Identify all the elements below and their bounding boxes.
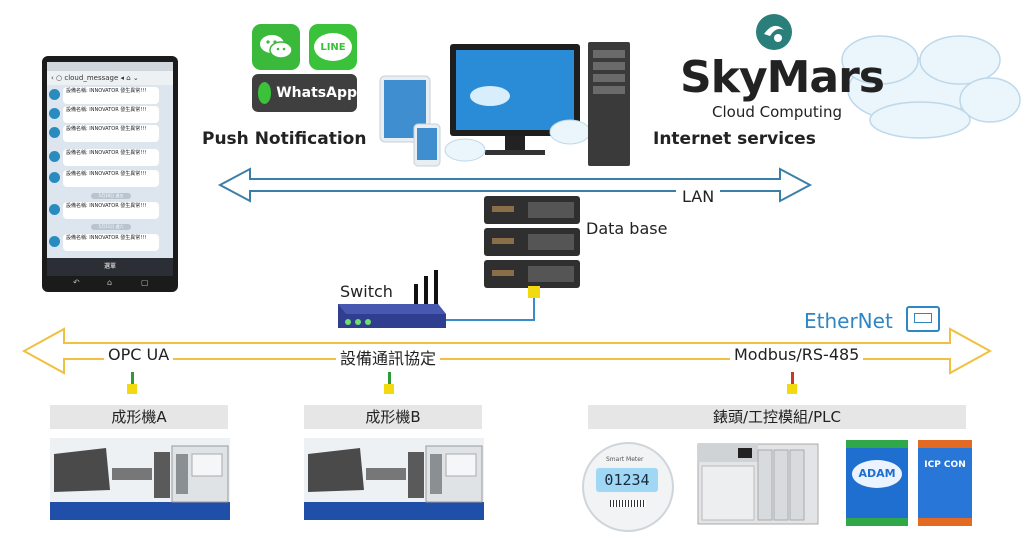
line-label: LINE [320,41,346,53]
whatsapp-icon: WhatsApp [252,74,357,112]
date-chip: 5月10日 週五 [91,193,131,199]
message-bubble: 設備名稱: INNOVATOR 發生異常!!! [63,125,159,142]
switch-icon [338,270,540,328]
machine-a-label: 成形機A [50,405,228,429]
opc-ua-label: OPC UA [104,345,174,364]
machine-b-label: 成形機B [304,405,482,429]
icpcon-module-icon: ICP CON [918,440,972,526]
connector-plug [787,384,797,394]
message-bubble: 設備名稱: INNOVATOR 發生異常!!! [63,234,159,251]
phone-screen: ‹ ○ cloud_message ◂ ⌂ ⌄ 設備名稱: INNOVATOR … [47,62,173,276]
list-item: 設備名稱: INNOVATOR 發生異常!!! [49,87,169,105]
injection-molding-machine-b-icon [304,438,484,520]
back-icon[interactable]: ↶ [73,278,80,287]
smart-meter-icon: Smart Meter 01234 [582,442,674,532]
avatar [49,172,60,183]
phone-status-bar [47,62,173,71]
phone-menu-label: 選單 [103,263,116,270]
meters-label: 錶頭/工控模組/PLC [588,405,966,429]
avatar [49,236,60,247]
modbus-label: Modbus/RS-485 [730,345,864,364]
smart-meter-title: Smart Meter [606,456,644,463]
date-chip: 5月11日 週六 [91,224,131,230]
ethernet-label: EtherNet [804,309,893,333]
phone-menu-bar[interactable]: 選單 [47,258,173,276]
protocol-label: 設備通訊協定 [336,345,441,369]
list-item: 設備名稱: INNOVATOR 發生異常!!! [49,202,169,220]
avatar [49,204,60,215]
whatsapp-label: WhatsApp [276,85,357,101]
ethernet-port-icon [906,306,940,332]
connector-wire [131,372,134,384]
message-bubble: 設備名稱: INNOVATOR 發生異常!!! [63,149,159,166]
message-bubble: 設備名稱: INNOVATOR 發生異常!!! [63,87,159,104]
cloud-icon [841,35,1021,139]
wechat-icon [252,24,300,70]
connector-wire [791,372,794,384]
database-label: Data base [586,219,668,238]
avatar [49,151,60,162]
injection-molding-machine-a-icon [50,438,230,520]
connector-plug [384,384,394,394]
computer-devices-icon [379,42,630,167]
recent-apps-icon[interactable]: ▢ [141,278,149,287]
list-item: 設備名稱: INNOVATOR 發生異常!!! [49,149,169,167]
plc-module-icon [697,443,819,525]
connector-plug [127,384,137,394]
brand-tagline: Cloud Computing [712,103,842,121]
list-item: 設備名稱: INNOVATOR 發生異常!!! [49,125,169,143]
ethernet-arrow [21,327,993,375]
message-bubble: 設備名稱: INNOVATOR 發生異常!!! [63,202,159,219]
connector-wire [388,372,391,384]
list-item: 設備名稱: INNOVATOR 發生異常!!! [49,170,169,188]
icpcon-label: ICP CON [924,460,966,470]
brand-name: SkyMars [680,52,885,103]
avatar [49,127,60,138]
list-item: 設備名稱: INNOVATOR 發生異常!!! [49,234,169,252]
barcode-icon [610,500,646,507]
push-notification-label: Push Notification [202,129,367,149]
adam-module-icon: ADAM [846,440,908,526]
message-bubble: 設備名稱: INNOVATOR 發生異常!!! [63,106,159,123]
database-server-icon [484,196,580,288]
list-item: 設備名稱: INNOVATOR 發生異常!!! [49,106,169,124]
phone-title-bar: ‹ ○ cloud_message ◂ ⌂ ⌄ [47,71,173,85]
skymars-logo-icon [756,14,792,50]
lan-label: LAN [676,187,721,206]
line-icon: LINE [309,24,357,70]
phone-nav-bar: ↶ ⌂ ▢ [47,278,173,290]
internet-services-label: Internet services [653,129,816,149]
switch-label: Switch [340,282,393,301]
smart-meter-reading: 01234 [596,468,658,492]
adam-label: ADAM [852,460,902,488]
avatar [49,108,60,119]
lan-arrow [217,167,813,203]
message-bubble: 設備名稱: INNOVATOR 發生異常!!! [63,170,159,187]
home-icon[interactable]: ⌂ [107,278,113,287]
avatar [49,89,60,100]
phone-app-title: cloud_message [64,74,119,82]
